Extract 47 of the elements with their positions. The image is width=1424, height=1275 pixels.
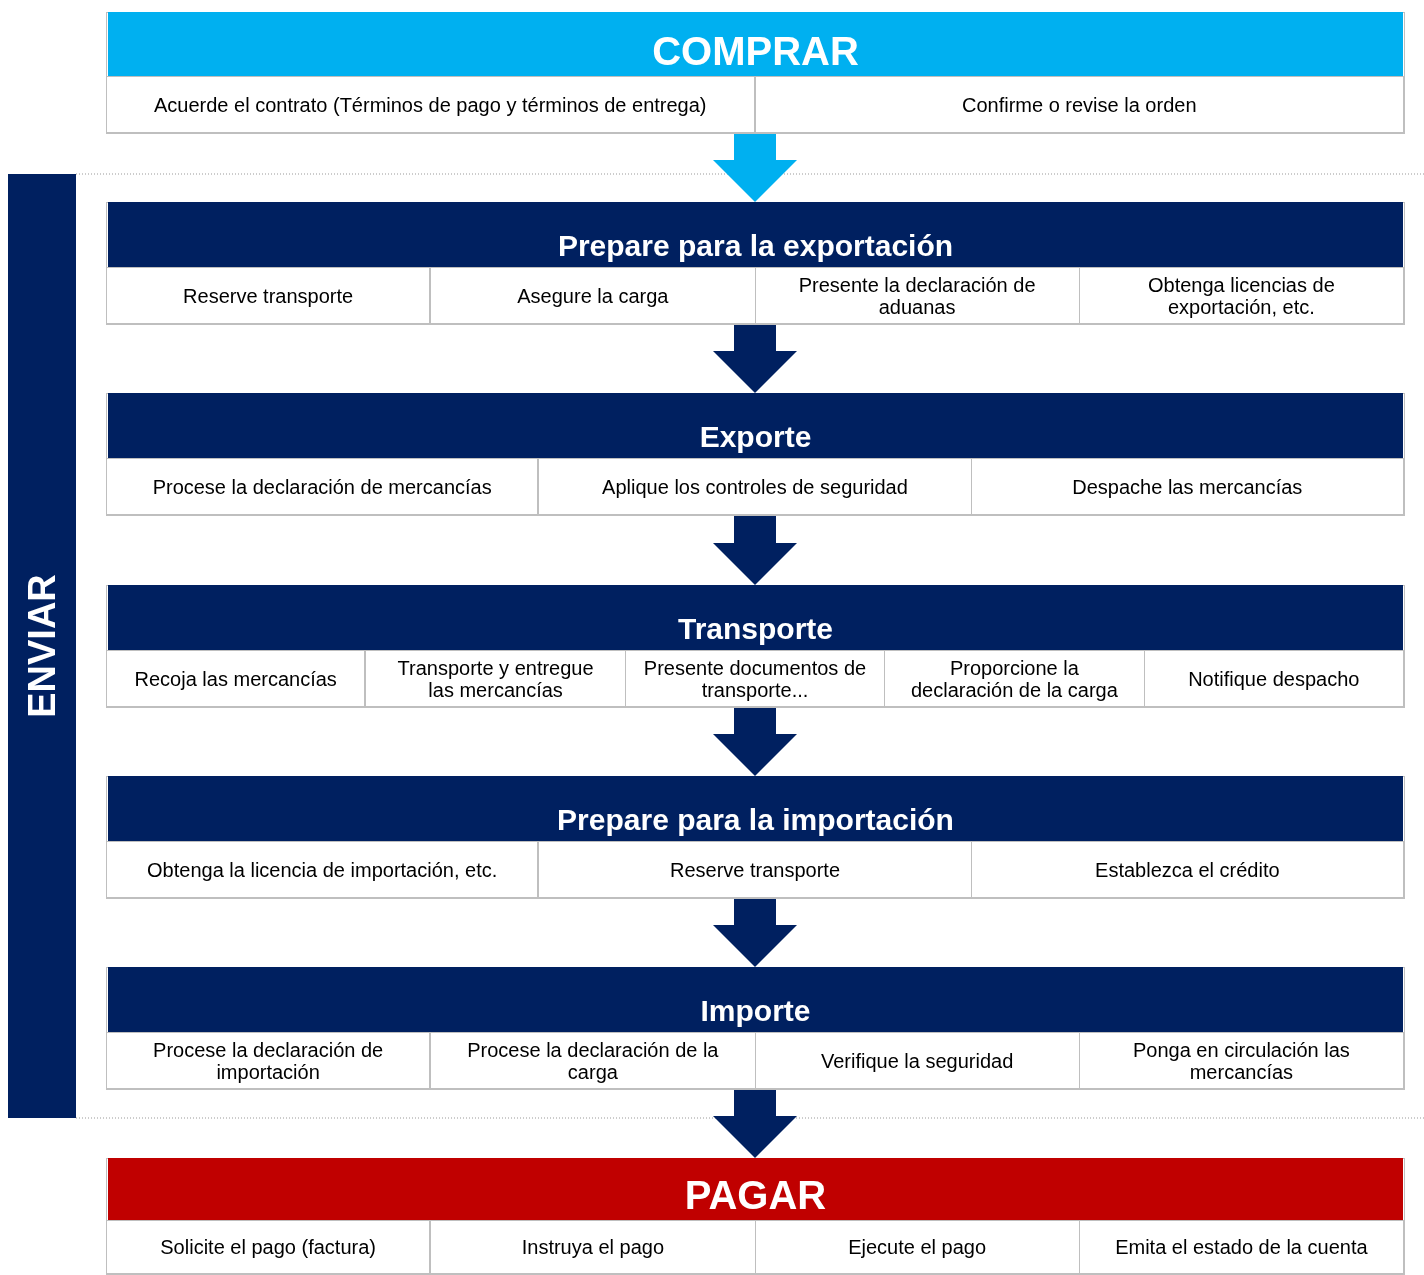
stage-header: Transporte (108, 585, 1403, 650)
stage-panel (106, 393, 1405, 516)
stage-header: Exporte (108, 393, 1403, 458)
stage-panel (106, 585, 1405, 708)
step-cell: Transporte y entregue las mercancías (365, 650, 626, 707)
step-cell: Procese la declaración de la carga (430, 1032, 756, 1089)
flow-arrow (713, 325, 797, 393)
stage-panel (106, 1158, 1405, 1275)
step-cell: Verifique la seguridad (754, 1032, 1080, 1089)
step-cell: Despache las mercancías (970, 458, 1404, 515)
stage-header: PAGAR (108, 1158, 1403, 1220)
step-cell: Obtenga licencias de exportación, etc. (1078, 267, 1404, 324)
step-cell: Reserve transporte (106, 267, 431, 324)
stage-header: Prepare para la importación (108, 776, 1403, 841)
step-cell: Proporcione la declaración de la carga (884, 650, 1145, 707)
step-cell: Recoja las mercancías (106, 650, 366, 707)
stage-header: Prepare para la exportación (108, 202, 1403, 267)
stage-panel (106, 12, 1405, 134)
stage-panel (106, 202, 1405, 325)
step-cell: Ejecute el pago (754, 1220, 1080, 1274)
flow-arrow (713, 134, 797, 202)
step-cell: Obtenga la licencia de importación, etc. (106, 841, 539, 898)
step-cell: Instruya el pago (430, 1220, 756, 1274)
step-cell: Emita el estado de la cuenta (1078, 1220, 1404, 1274)
step-cell: Solicite el pago (factura) (106, 1220, 431, 1274)
step-cell: Confirme o revise la orden (754, 76, 1404, 133)
stage-header: COMPRAR (108, 12, 1403, 76)
step-cell: Asegure la carga (430, 267, 756, 324)
side-band (8, 174, 76, 1118)
step-cell: Ponga en circulación las mercancías (1078, 1032, 1404, 1089)
band-title: ENVIAR (20, 574, 64, 718)
step-cell: Reserve transporte (538, 841, 972, 898)
stage-panel (106, 967, 1405, 1090)
stage-panel (106, 776, 1405, 899)
step-cell: Procese la declaración de mercancías (106, 458, 539, 515)
flow-arrow (713, 1090, 797, 1158)
step-cell: Procese la declaración de importación (106, 1032, 431, 1089)
step-cell: Aplique los controles de seguridad (538, 458, 972, 515)
step-cell: Acuerde el contrato (Términos de pago y términos de entrega) (106, 76, 755, 133)
flow-arrow (713, 516, 797, 585)
flow-arrow (713, 899, 797, 967)
flow-arrow (713, 708, 797, 776)
step-cell: Presente la declaración de aduanas (754, 267, 1080, 324)
stage-header: Importe (108, 967, 1403, 1032)
step-cell: Establezca el crédito (970, 841, 1404, 898)
step-cell: Notifique despacho (1143, 650, 1404, 707)
step-cell: Presente documentos de transporte... (624, 650, 886, 707)
